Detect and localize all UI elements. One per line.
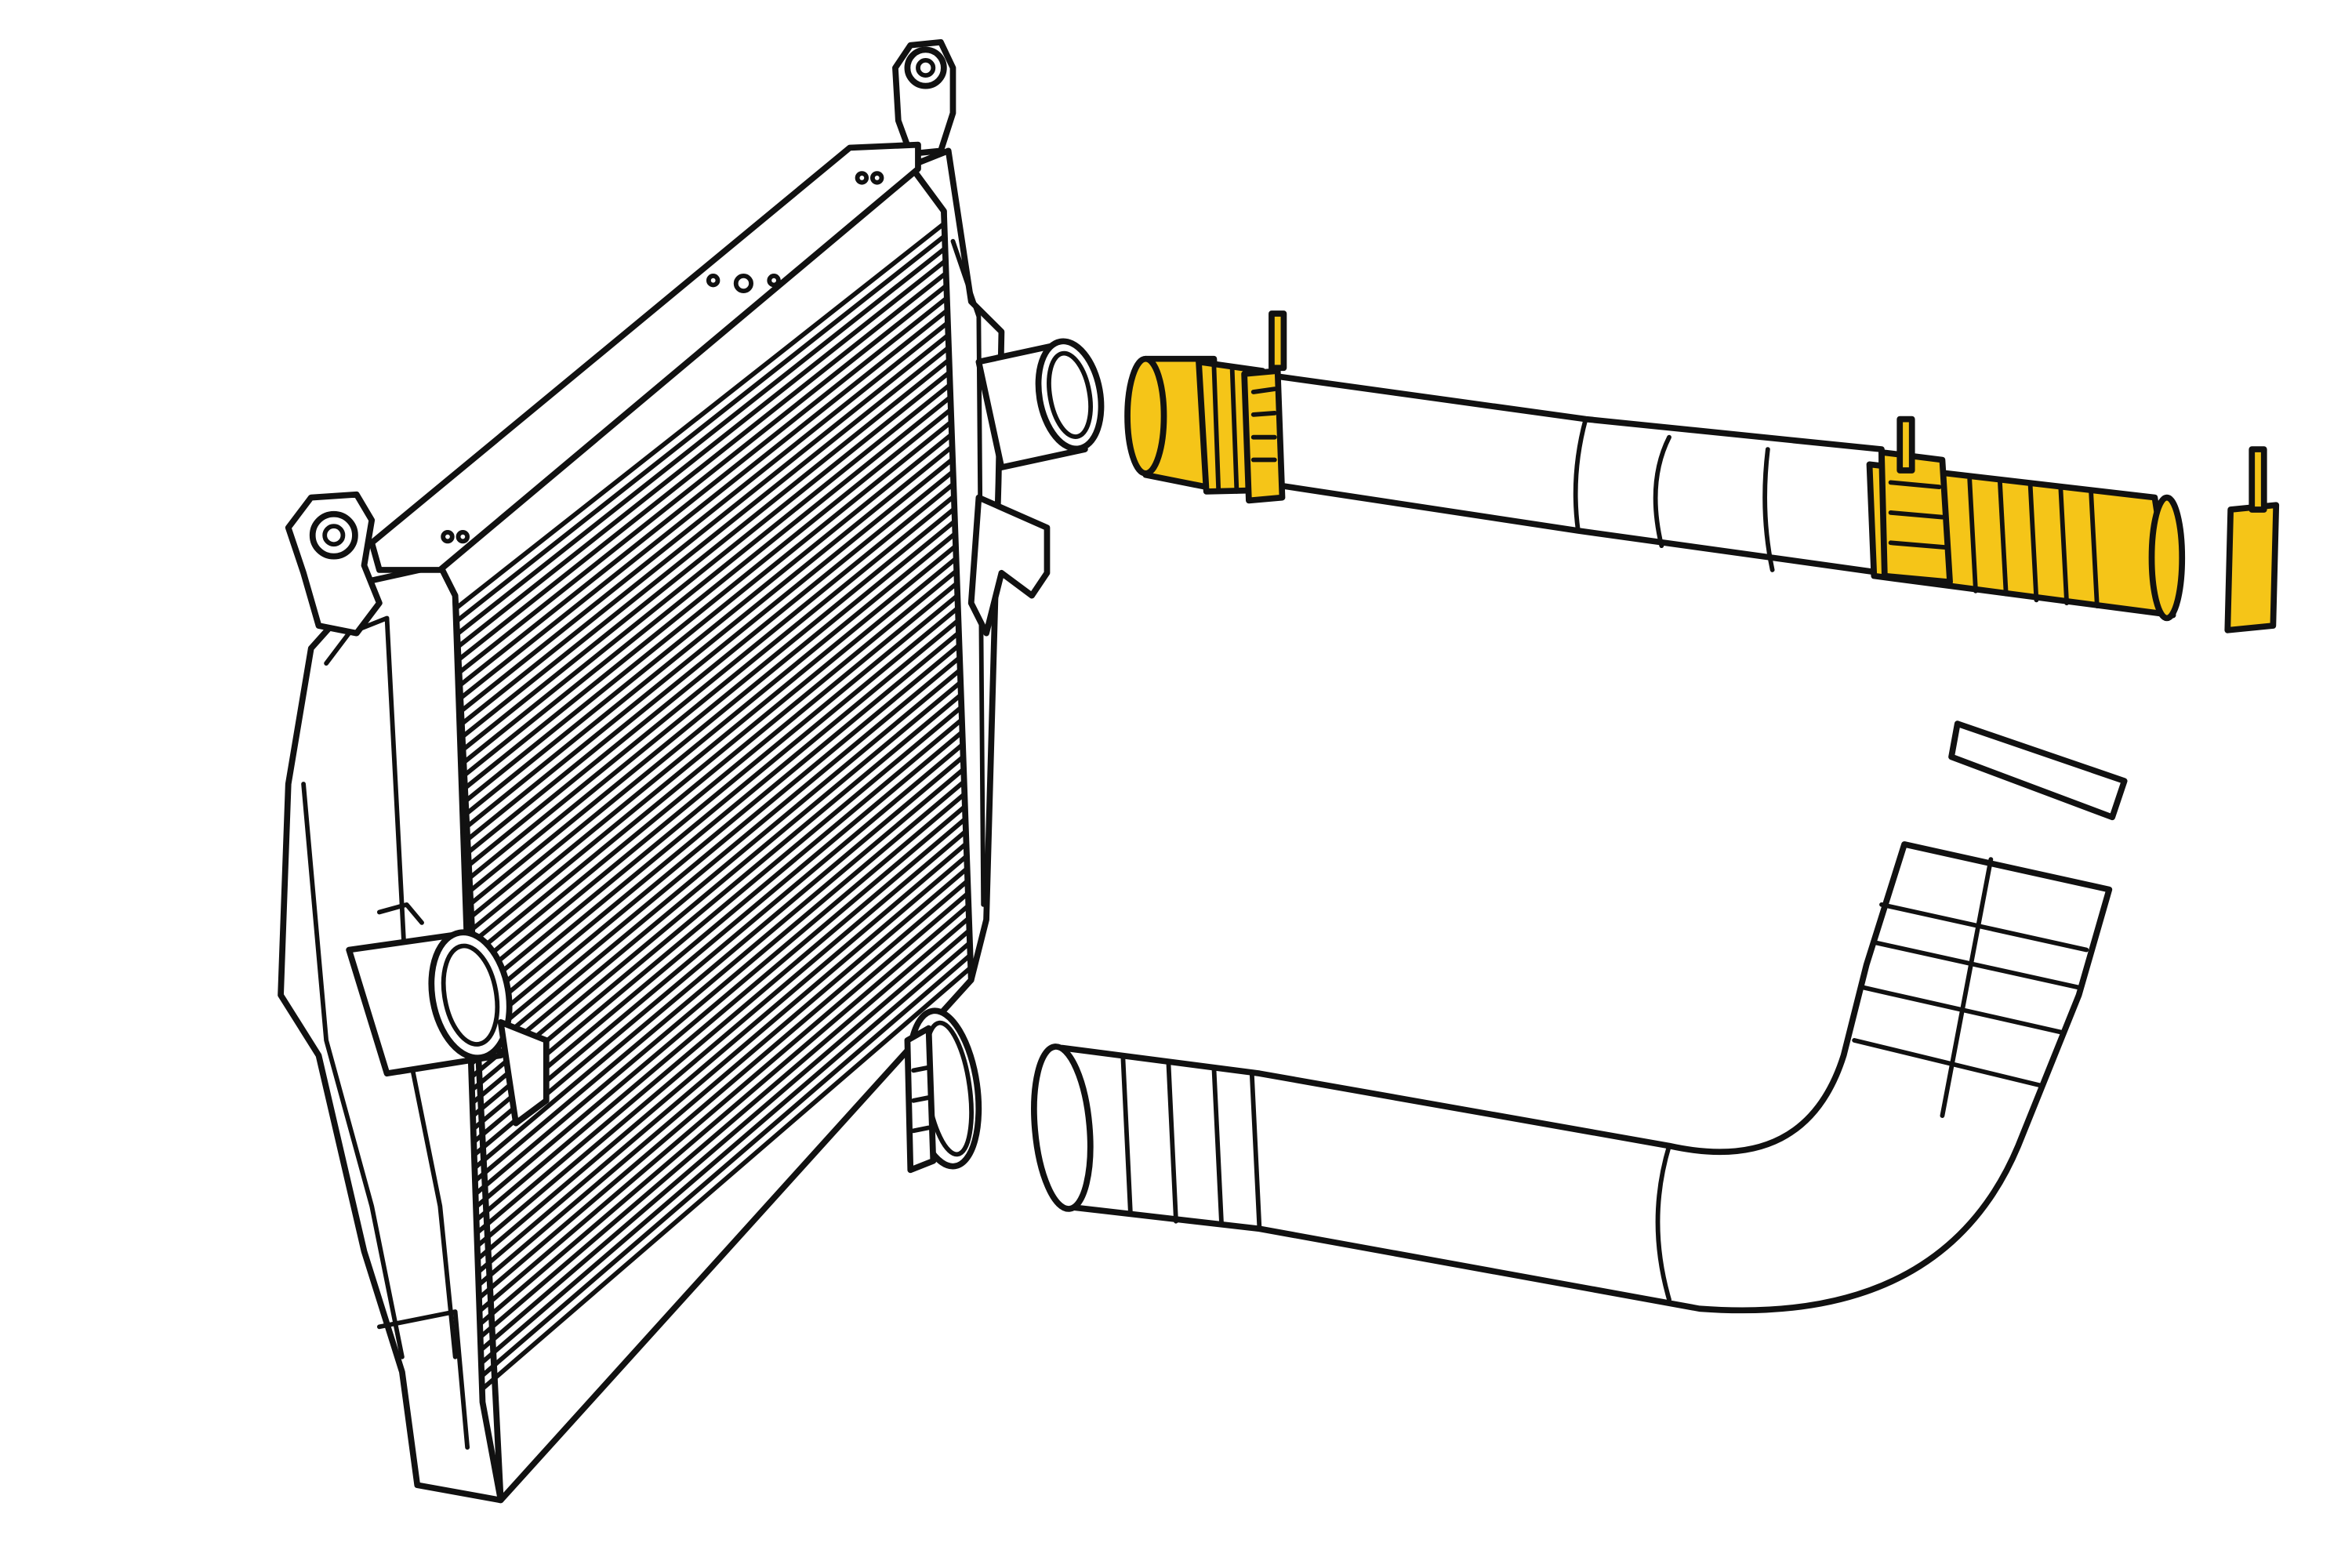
intercooler-fin	[456, 283, 949, 676]
intercooler-fin	[470, 692, 963, 1105]
intercooler-fin	[466, 581, 959, 988]
intercooler-fin	[474, 804, 967, 1222]
intercooler-fin	[464, 506, 956, 910]
intercooler-fin	[465, 532, 957, 936]
intercooler-fin	[476, 841, 968, 1261]
intercooler-fin	[471, 705, 964, 1118]
upper-tube-inlet-clamp	[1241, 310, 1287, 504]
intercooler-fin	[466, 556, 958, 962]
intercooler-fin	[480, 953, 972, 1378]
intercooler-fin	[468, 630, 960, 1040]
intercooler-fin	[474, 792, 967, 1209]
intercooler-fin	[465, 544, 957, 949]
intercooler-fin	[459, 358, 951, 753]
intercooler-fin	[459, 345, 950, 741]
intercooler-fin	[467, 606, 960, 1014]
intercooler-lower-port	[346, 902, 550, 1127]
intercooler-fin	[477, 866, 969, 1287]
intercooler-fin	[475, 829, 967, 1248]
intercooler-fin	[454, 234, 946, 624]
intercooler-fin	[472, 730, 964, 1144]
intercooler-fin	[460, 408, 953, 806]
intercooler-fin	[470, 668, 962, 1079]
intercooler-fin	[477, 891, 970, 1313]
upper-charge-air-tube	[1256, 371, 1885, 576]
lower-charge-air-tube	[1031, 841, 2113, 1314]
intercooler-fin	[461, 419, 953, 818]
intercooler-fin	[457, 308, 949, 702]
intercooler-fin	[468, 619, 960, 1027]
intercooler-fin	[470, 655, 961, 1066]
intercooler-fin	[456, 296, 949, 689]
intercooler-fin	[463, 482, 956, 884]
intercooler-fin	[459, 370, 952, 767]
intercooler-fin	[463, 457, 954, 858]
intercooler-fin	[474, 767, 966, 1183]
intercooler-fin	[466, 568, 959, 975]
intercooler-fin	[463, 494, 956, 897]
intercooler-fin	[462, 445, 954, 845]
loose-spring-clamp	[2224, 446, 2280, 633]
intercooler-fin	[481, 966, 973, 1392]
upper-tube-bellows-clamp	[1878, 416, 1953, 586]
foam-pad	[1948, 720, 2128, 821]
intercooler-upper-port	[975, 338, 1105, 470]
intercooler-fin	[471, 717, 964, 1131]
intercooler-fin	[475, 817, 967, 1235]
intercooler-fin	[464, 519, 956, 923]
intercooler-right-lower-bracket	[967, 494, 1051, 637]
intercooler-fins	[454, 221, 973, 1392]
intercooler-fin	[456, 271, 948, 662]
intercooler-fin	[473, 755, 965, 1170]
lower-tube-clamp	[904, 1007, 982, 1174]
intercooler-fin	[458, 333, 950, 728]
intercooler-fin	[479, 941, 971, 1365]
intercooler-fin	[470, 681, 963, 1092]
intercooler-fin	[474, 779, 966, 1196]
intercooler-fin	[456, 259, 947, 650]
intercooler-top-rail	[368, 141, 921, 573]
intercooler-fin	[457, 321, 949, 715]
intercooler-fin	[460, 395, 953, 793]
intercooler-fin	[467, 593, 960, 1001]
intercooler-fin	[476, 854, 968, 1274]
intercooler-fin	[454, 221, 946, 611]
intercooler-fin	[477, 879, 970, 1300]
intercooler-fin	[461, 432, 953, 832]
intercooler-fin	[469, 643, 961, 1053]
intercooler-fin	[478, 903, 971, 1327]
intercooler-fin	[455, 246, 947, 637]
intercooler-fin	[463, 470, 955, 871]
intercooler	[278, 39, 1105, 1504]
intercooler-fin	[472, 742, 964, 1157]
intercooler-fin	[478, 916, 971, 1339]
intercooler-fin	[479, 928, 971, 1352]
intercooler-fin	[459, 383, 952, 780]
